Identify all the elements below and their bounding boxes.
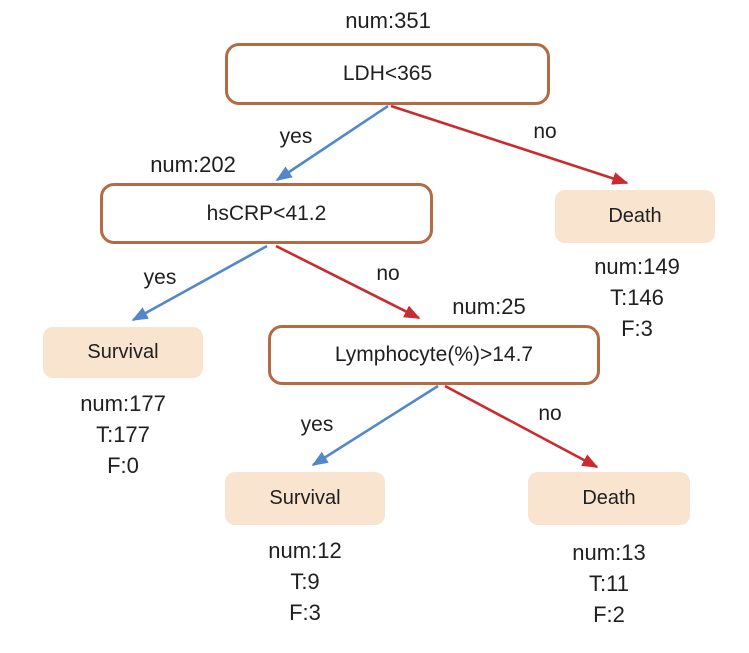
leaf-survival-left: Survival bbox=[43, 327, 203, 378]
hscrp-count-label: num:202 bbox=[150, 152, 236, 177]
stat-line: T:9 bbox=[290, 569, 320, 594]
node-hscrp: hsCRP<41.2 bbox=[100, 183, 433, 244]
node-hscrp-label: hsCRP<41.2 bbox=[206, 201, 327, 225]
stat-line: num:177 bbox=[80, 391, 166, 416]
node-ldh: LDH<365 bbox=[225, 43, 550, 105]
stats-death-right: num:149 T:146 F:3 bbox=[594, 251, 680, 344]
root-count-label: num:351 bbox=[345, 8, 431, 33]
node-lymphocyte-label: Lymphocyte(%)>14.7 bbox=[334, 343, 534, 366]
leaf-survival-mid: Survival bbox=[225, 472, 385, 525]
stat-line: num:149 bbox=[594, 254, 680, 279]
stat-line: F:3 bbox=[289, 600, 321, 625]
stat-line: T:146 bbox=[610, 285, 664, 310]
stat-line: F:3 bbox=[621, 316, 653, 341]
edge-label-lymph-no: no bbox=[538, 402, 562, 425]
edge-lymph-no-arrow bbox=[444, 384, 599, 469]
leaf-survival-left-label: Survival bbox=[87, 341, 159, 363]
stats-death-bottom: num:13 T:11 F:2 bbox=[572, 537, 645, 630]
lymph-count-label: num:25 bbox=[452, 294, 526, 319]
stat-line: num:12 bbox=[268, 538, 342, 563]
stat-line: F:2 bbox=[593, 602, 625, 627]
stat-line: T:11 bbox=[589, 571, 629, 596]
stat-line: F:0 bbox=[107, 453, 139, 478]
leaf-death-right: Death bbox=[555, 190, 715, 243]
edge-label-root-yes: yes bbox=[279, 125, 313, 148]
edge-label-lymph-yes: yes bbox=[300, 413, 334, 436]
node-ldh-label: LDH<365 bbox=[342, 62, 433, 85]
stats-survival-mid: num:12 T:9 F:3 bbox=[268, 535, 341, 628]
edge-label-hscrp-yes: yes bbox=[143, 266, 177, 289]
edge-label-hscrp-no: no bbox=[376, 262, 400, 285]
leaf-death-right-label: Death bbox=[608, 205, 662, 227]
node-lymphocyte: Lymphocyte(%)>14.7 bbox=[268, 325, 600, 385]
stat-line: num:13 bbox=[572, 540, 646, 565]
leaf-death-bottom-label: Death bbox=[582, 487, 636, 509]
edge-label-root-no: no bbox=[533, 120, 557, 143]
leaf-survival-mid-label: Survival bbox=[269, 487, 341, 509]
leaf-death-bottom: Death bbox=[528, 472, 690, 525]
stats-survival-left: num:177 T:177 F:0 bbox=[80, 388, 166, 481]
stat-line: T:177 bbox=[96, 422, 150, 447]
edge-root-no-arrow bbox=[390, 104, 629, 185]
